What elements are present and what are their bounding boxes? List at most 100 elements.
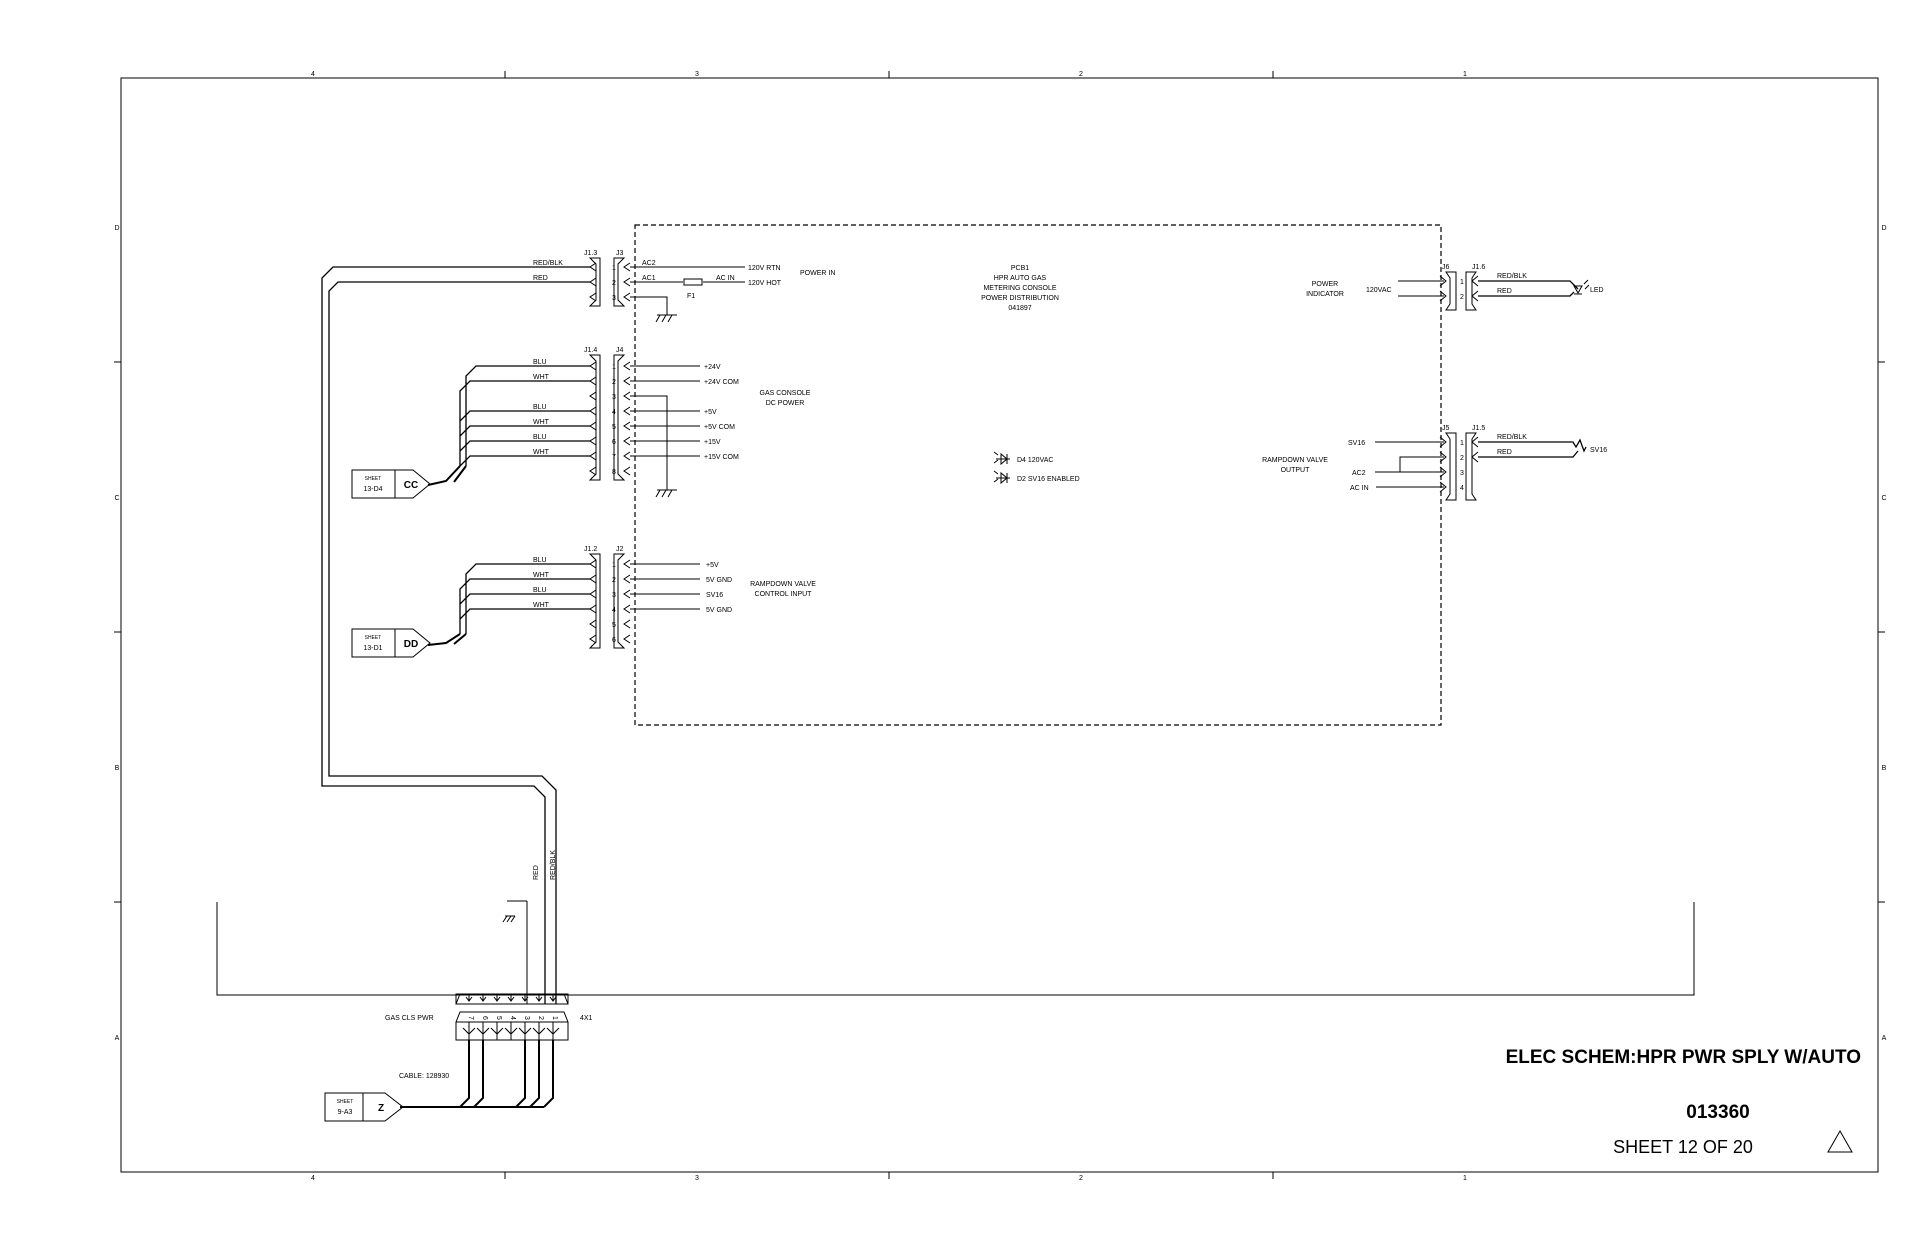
offsheet-dd-box bbox=[351, 628, 431, 658]
sv16-wires bbox=[1478, 438, 1587, 458]
offsheet-z-tag: Z bbox=[378, 1103, 384, 1114]
zone-row-b-left: B bbox=[115, 765, 120, 772]
zone-row-c-left: C bbox=[114, 495, 119, 502]
j5-housing bbox=[1445, 432, 1457, 501]
power-indicator-voltage: 120VAC bbox=[1366, 287, 1392, 294]
j6-pin-2: 2 bbox=[1460, 294, 1464, 301]
led-d4: D4 120VAC bbox=[993, 451, 1053, 466]
j5-pin-3: 3 bbox=[1460, 470, 1464, 477]
plug-pin-5: 5 bbox=[495, 1016, 502, 1020]
j16-label: J1.6 bbox=[1472, 264, 1485, 271]
drawing-number: 013360 bbox=[1686, 1102, 1749, 1123]
sheet-number: SHEET 12 OF 20 bbox=[1613, 1137, 1753, 1157]
j3-pin-3: 3 bbox=[612, 295, 616, 302]
power-indicator-traces bbox=[1398, 280, 1444, 297]
j15-label: J1.5 bbox=[1472, 425, 1485, 432]
offsheet-cc-sheet-ref: 13-D4 bbox=[363, 486, 382, 493]
j14-chevrons bbox=[589, 361, 597, 476]
j6-j16-connector: J6 J1.6 1 2 bbox=[1439, 264, 1485, 311]
cable-label: CABLE: 128930 bbox=[399, 1073, 449, 1080]
zone-col-2-bottom: 2 bbox=[1079, 1175, 1083, 1182]
j2-pin-3: 3 bbox=[612, 592, 616, 599]
j2-housing bbox=[613, 553, 626, 649]
dc-wire-7: WHT bbox=[533, 449, 550, 456]
led-d2-icon bbox=[993, 470, 1010, 485]
dc-signal-1: +24V bbox=[704, 364, 721, 371]
zone-col-2-top: 2 bbox=[1079, 71, 1083, 78]
offsheet-z-box bbox=[324, 1092, 404, 1122]
led-d2: D2 SV16 ENABLED bbox=[993, 470, 1080, 485]
dc-signal-2: +24V COM bbox=[704, 379, 739, 386]
zone-row-a-left: A bbox=[115, 1035, 120, 1042]
rd-signal-1: +5V bbox=[706, 562, 719, 569]
drawing-border bbox=[120, 77, 1879, 1173]
plug-pin-7: 7 bbox=[467, 1016, 474, 1020]
j6-pin-1: 1 bbox=[1460, 279, 1464, 286]
ac1-label: AC1 bbox=[642, 275, 656, 282]
wire-red-run bbox=[328, 281, 590, 1004]
j3-label: J3 bbox=[616, 250, 624, 257]
j4-pin-1: 1 bbox=[612, 364, 616, 371]
j4-housing bbox=[613, 354, 626, 481]
offsheet-ref-z: SHEET 9-A3 Z bbox=[324, 1092, 404, 1122]
j13-chevrons bbox=[589, 262, 597, 302]
j13-housing bbox=[588, 257, 601, 307]
led-d2-label: D2 SV16 ENABLED bbox=[1017, 476, 1080, 483]
led-wires bbox=[1478, 280, 1579, 297]
ac-in-label: AC IN bbox=[716, 275, 735, 282]
power-in-title: POWER IN bbox=[800, 270, 835, 277]
j14-label: J1.4 bbox=[584, 347, 597, 354]
plug-pin-6: 6 bbox=[481, 1016, 488, 1020]
rd-signal-4: 5V GND bbox=[706, 607, 732, 614]
rampdown-output-traces bbox=[1375, 441, 1444, 488]
zone-row-d-right: D bbox=[1881, 225, 1886, 232]
j6-housing bbox=[1445, 271, 1457, 311]
dc-power-title-1: GAS CONSOLE bbox=[760, 390, 811, 397]
rd-wire-1: BLU bbox=[533, 557, 547, 564]
j4-pin-2: 2 bbox=[612, 379, 616, 386]
fuse-f1 bbox=[683, 278, 703, 286]
j13-label: J1.3 bbox=[584, 250, 597, 257]
dc-signal-4: +5V bbox=[704, 409, 717, 416]
dc-power-bundle-exit bbox=[427, 465, 467, 486]
dc-wire-4: BLU bbox=[533, 404, 547, 411]
j2-label: J2 bbox=[616, 546, 624, 553]
rd-signal-3: SV16 bbox=[706, 592, 723, 599]
dc-power-wire-bundle bbox=[459, 365, 590, 467]
j3-pin-1: 1 bbox=[612, 265, 616, 272]
sv16-wire-red-blk: RED/BLK bbox=[1497, 434, 1527, 441]
j2-pin-2: 2 bbox=[612, 577, 616, 584]
ro-signal-acin: AC IN bbox=[1350, 485, 1369, 492]
j4-pin-4: 4 bbox=[612, 409, 616, 416]
rampdown-input-title-1: RAMPDOWN VALVE bbox=[750, 581, 816, 588]
rampdown-input-wire-bundle bbox=[459, 563, 590, 634]
zone-row-c-right: C bbox=[1881, 495, 1886, 502]
j16-housing bbox=[1465, 271, 1477, 311]
j6-label: J6 bbox=[1442, 264, 1450, 271]
dc-signal-6: +15V bbox=[704, 439, 721, 446]
plug-4x1: GAS CLS PWR 4X1 7 6 5 4 3 2 1 bbox=[385, 993, 593, 1041]
j5-j15-connector: J5 J1.5 1 2 3 4 bbox=[1439, 425, 1485, 501]
ro-signal-sv16: SV16 bbox=[1348, 440, 1365, 447]
j4-pin-3: 3 bbox=[612, 394, 616, 401]
power-indicator-title-2: INDICATOR bbox=[1306, 291, 1344, 298]
power-in-traces bbox=[630, 266, 745, 283]
zone-row-b-right: B bbox=[1882, 765, 1887, 772]
power-in-connector: J1.3 J3 1 2 3 bbox=[584, 250, 631, 307]
ground-symbol-j3 bbox=[630, 296, 677, 323]
j5-pin-1: 1 bbox=[1460, 440, 1464, 447]
revision-triangle-icon bbox=[1827, 1129, 1853, 1153]
power-wire-red: RED bbox=[533, 275, 548, 282]
rd-signal-2: 5V GND bbox=[706, 577, 732, 584]
j4-pin-5: 5 bbox=[612, 424, 616, 431]
drawing-title: ELEC SCHEM:HPR PWR SPLY W/AUTO bbox=[1506, 1047, 1861, 1068]
plug-pin-1: 1 bbox=[551, 1016, 558, 1020]
dc-wire-1: BLU bbox=[533, 359, 547, 366]
offsheet-ref-dd: SHEET 13-D1 DD bbox=[351, 628, 431, 658]
j2-pin-1: 1 bbox=[612, 562, 616, 569]
power-wire-red-blk: RED/BLK bbox=[533, 260, 563, 267]
j3-pin-2: 2 bbox=[612, 280, 616, 287]
rampdown-output-title-2: OUTPUT bbox=[1281, 467, 1311, 474]
riser-red-label: RED bbox=[533, 865, 540, 880]
plug-pin-3: 3 bbox=[523, 1016, 530, 1020]
